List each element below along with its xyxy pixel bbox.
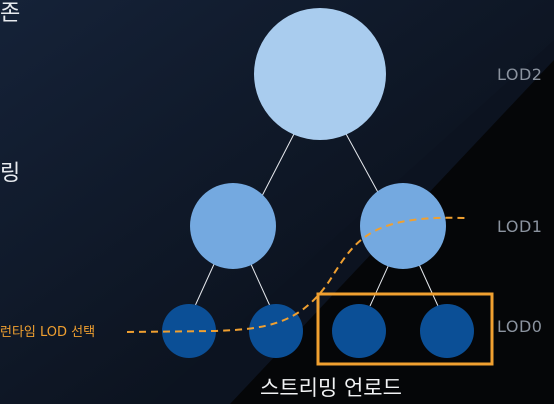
node-lod2-root <box>254 8 386 140</box>
edge-root-lod1-right <box>344 131 381 197</box>
edge-lod1-right-lod0-3 <box>369 261 391 307</box>
node-lod0-2 <box>249 304 303 358</box>
edge-lod1-right-lod0-4 <box>417 261 439 307</box>
node-lod0-3 <box>332 304 386 358</box>
node-lod1-left <box>190 183 276 269</box>
streaming-highlight-box <box>316 292 494 366</box>
lod2-label: LOD2 <box>497 65 542 84</box>
runtime-lod-label: 런타임 LOD 선택 <box>0 325 95 340</box>
edge-lod1-left-lod0-2 <box>249 261 271 307</box>
node-lod0-4 <box>420 304 474 358</box>
edge-lod1-left-lod0-1 <box>194 261 216 307</box>
streaming-unload-label: 스트리밍 언로드 <box>260 376 402 400</box>
side-text-middle: 링 <box>0 161 20 186</box>
lod1-label: LOD1 <box>497 217 542 236</box>
node-lod1-right <box>360 183 446 269</box>
runtime-lod-selection-curve <box>126 216 466 333</box>
lod0-label: LOD0 <box>497 317 542 336</box>
side-text-top: 존 <box>0 1 20 26</box>
edge-root-lod1-left <box>261 131 296 197</box>
tree-nodes <box>162 8 474 358</box>
tree-edges <box>194 131 439 307</box>
